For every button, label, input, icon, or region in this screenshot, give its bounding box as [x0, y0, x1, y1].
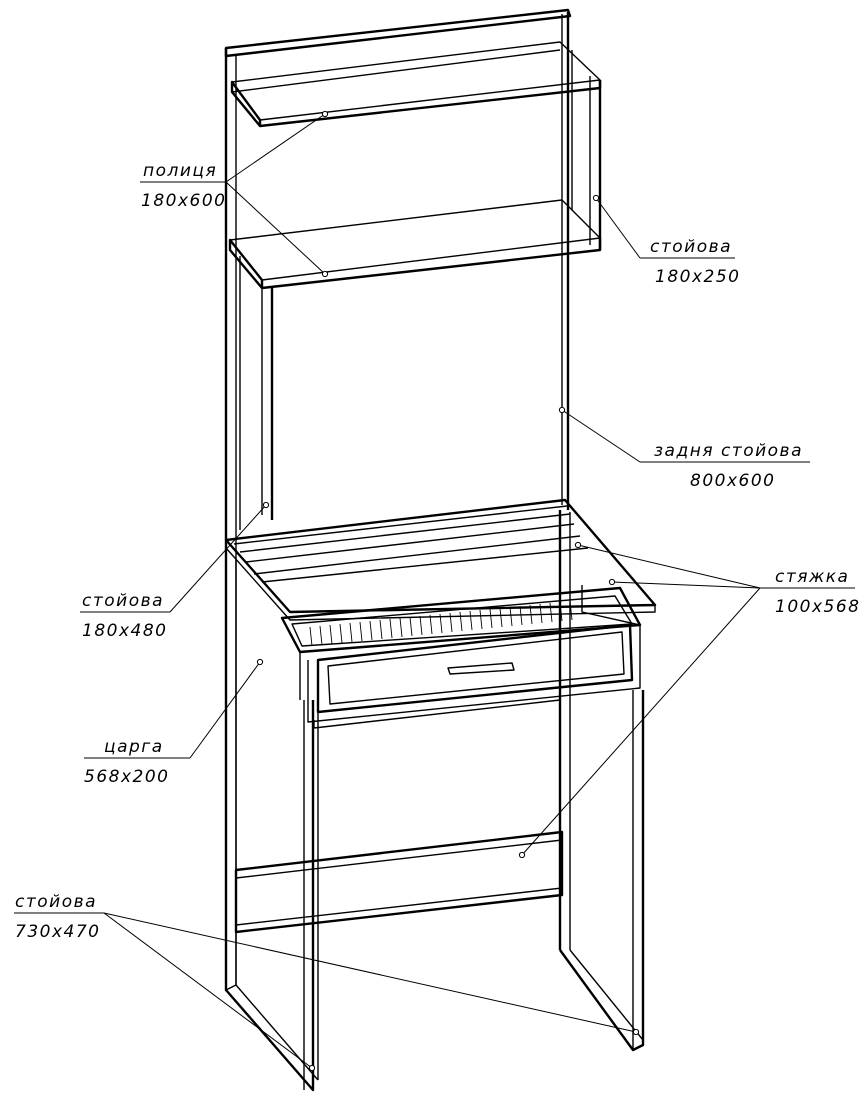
middle-side-size: 180x480: [82, 621, 167, 641]
back-panel-size: 800x600: [690, 471, 775, 491]
tie-dot-2: [608, 578, 616, 586]
middle-shelf: [228, 199, 602, 290]
leg-side-size: 730x470: [15, 922, 100, 942]
back-panel-name: задня стойова: [654, 441, 803, 461]
callout-leg-side: стойова 730x470: [15, 892, 100, 942]
shelf-size: 180x600: [141, 191, 226, 211]
middle-side-panel: [239, 256, 274, 530]
callout-middle-side: стойова 180x480: [82, 591, 167, 641]
apron-size: 568x200: [84, 767, 169, 787]
shelf-name: полиця: [143, 161, 217, 181]
shelf-dot-top: [321, 110, 329, 118]
callout-back-panel: задня стойова 800x600: [654, 441, 803, 491]
upper-side-panel: [571, 50, 602, 250]
shelf-dot-middle: [321, 270, 329, 278]
drawer-box: [280, 585, 642, 729]
upper-side-name: стойова: [650, 237, 732, 257]
tie-dot-1: [574, 541, 582, 549]
apron-dot: [256, 658, 264, 666]
top-shelf: [230, 41, 602, 128]
tie-rail-name: стяжка: [775, 567, 849, 587]
back-panel: [224, 8, 572, 510]
callout-tie-rail: стяжка 100x568: [775, 567, 860, 617]
callout-apron: царга 568x200: [84, 737, 169, 787]
apron-name: царга: [104, 737, 164, 757]
middle-side-dot: [262, 501, 270, 509]
callout-upper-side: стойова 180x250: [650, 237, 740, 287]
callout-shelf: полиця 180x600: [141, 161, 226, 211]
back-panel-dot: [558, 406, 566, 414]
lower-stretcher: [234, 830, 564, 934]
leader-lines: [14, 113, 855, 1069]
tie-rail-size: 100x568: [775, 597, 860, 617]
middle-side-name: стойова: [82, 591, 164, 611]
tabletop: [224, 498, 657, 621]
leader-dots: [256, 110, 640, 1072]
upper-side-size: 180x250: [655, 267, 740, 287]
leg-dot-right: [632, 1028, 640, 1036]
right-leg-panel: [558, 510, 645, 1052]
leg-side-name: стойова: [15, 892, 97, 912]
upper-side-dot: [592, 194, 600, 202]
tie-dot-3: [518, 851, 526, 859]
leg-dot-left: [308, 1064, 316, 1072]
